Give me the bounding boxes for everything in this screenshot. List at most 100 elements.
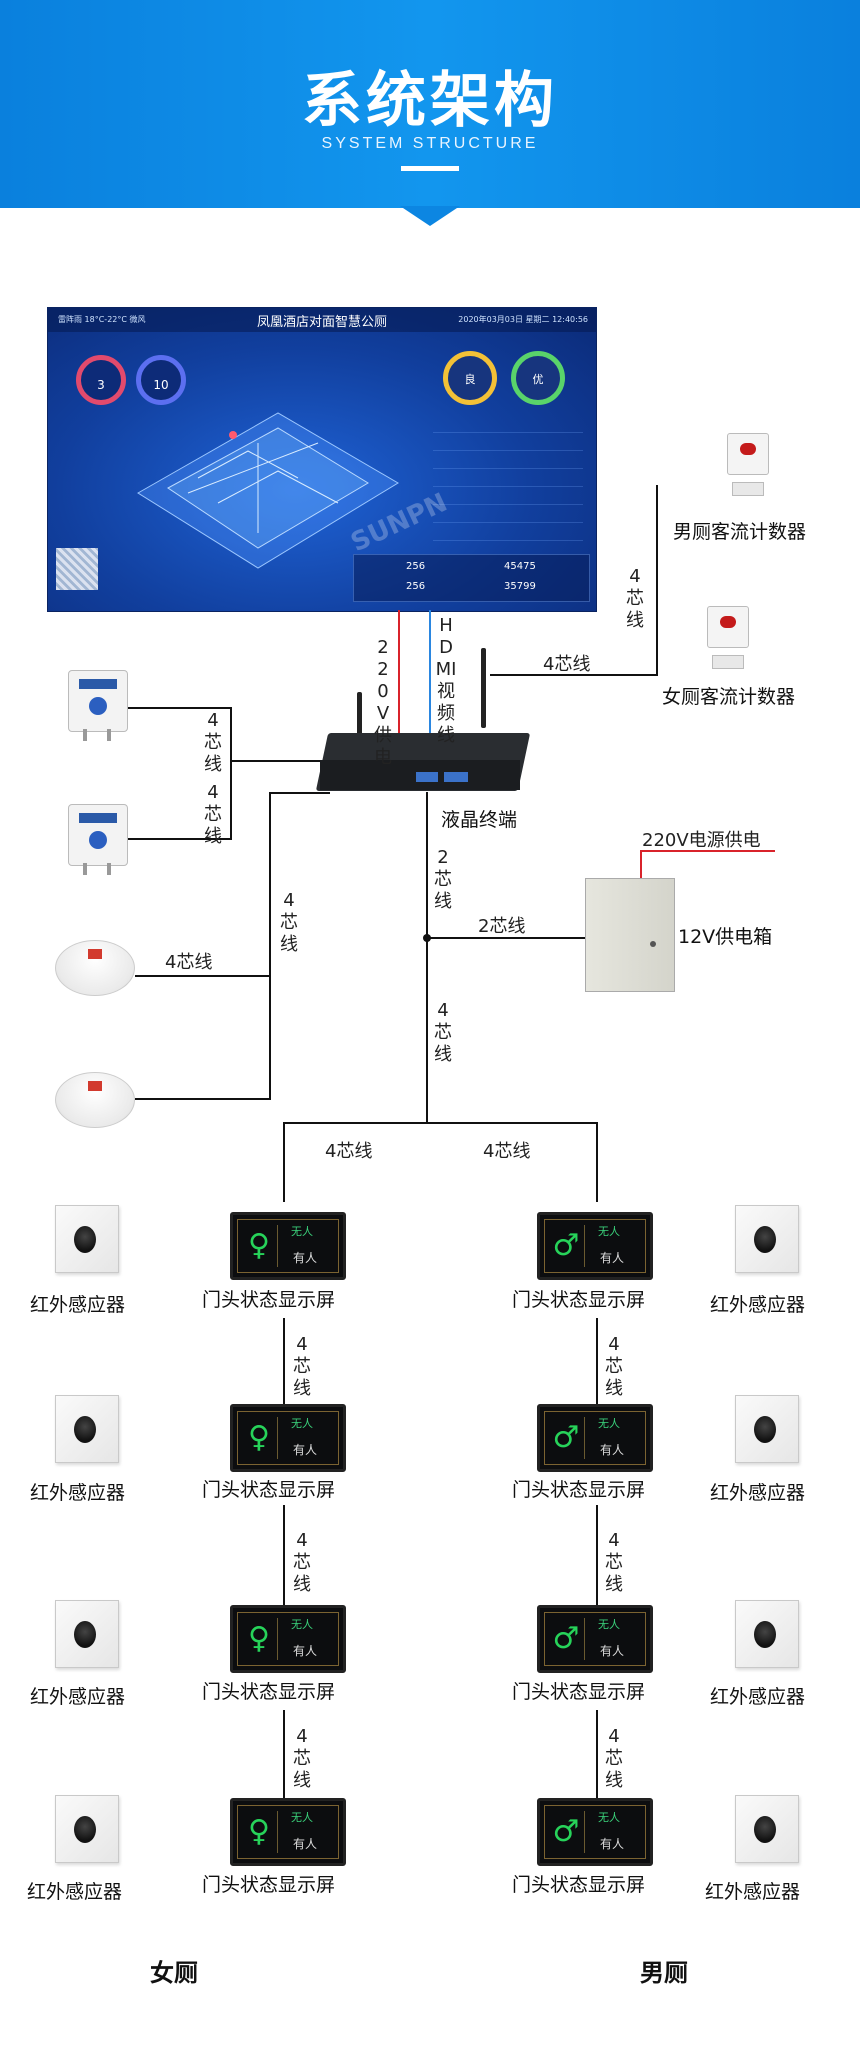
display-screen: 雷阵雨 18°C-22°C 微风 凤凰酒店对面智慧公厕 2020年03月03日 … — [47, 307, 597, 612]
wire-label: 4芯线 — [325, 1141, 373, 1162]
air-quality-right: 优 — [532, 373, 544, 386]
door-display: ♀无人有人 — [230, 1212, 346, 1280]
wire-label: 4芯线 — [626, 566, 644, 631]
counter-base — [712, 655, 744, 669]
door-label: 门头状态显示屏 — [202, 1874, 336, 1896]
counter-base — [732, 482, 764, 496]
door-label: 门头状态显示屏 — [512, 1289, 646, 1311]
wire-label: 2芯线 — [478, 916, 526, 937]
psu-power-drop — [640, 850, 642, 878]
ir-sensor-device — [55, 1600, 119, 1668]
occupied-text: 有人 — [293, 1644, 318, 1658]
wire-label: 4芯线 — [605, 1726, 623, 1791]
stat-total-female: 45475 — [504, 561, 536, 572]
env-row — [433, 472, 583, 487]
stat-today-female: 256 — [406, 561, 426, 572]
ir-label: 红外感应器 — [30, 1482, 126, 1504]
female-column-drop — [283, 1122, 285, 1202]
wire-label: 4芯线 — [434, 1000, 452, 1065]
wire-label: 4芯线 — [483, 1141, 531, 1162]
stat-today-male: 256 — [406, 581, 426, 592]
female-figure-icon: ♀ — [248, 1621, 270, 1656]
ir-label: 红外感应器 — [705, 1881, 801, 1903]
wire-label: 4芯线 — [293, 1530, 311, 1595]
env-sensor-device — [68, 804, 128, 875]
ir-label: 红外感应器 — [30, 1294, 126, 1316]
power-label: 220V供电 — [374, 637, 392, 768]
counter-link-line — [490, 674, 658, 676]
door-label: 门头状态显示屏 — [512, 1681, 646, 1703]
male-link-1 — [596, 1318, 598, 1404]
ir-sensor-device — [735, 1795, 799, 1863]
env-sensor-device — [68, 670, 128, 741]
wire-label: 4芯线 — [605, 1530, 623, 1595]
male-column-drop — [596, 1122, 598, 1202]
occupied-text: 有人 — [293, 1443, 318, 1457]
occupied-text: 有人 — [600, 1443, 625, 1457]
smoke1-line — [135, 975, 271, 977]
male-link-3 — [596, 1710, 598, 1798]
psu-label: 12V供电箱 — [678, 926, 773, 948]
smoke-link-line — [270, 792, 330, 794]
floorplan-3d — [137, 412, 399, 569]
wire-label: 4芯线 — [204, 710, 222, 775]
door-display: ♂无人有人 — [537, 1605, 653, 1673]
vacant-text: 无人 — [598, 1417, 620, 1430]
main-trunk-line — [426, 792, 428, 1124]
counter-button-icon — [740, 443, 756, 455]
ir-sensor-device — [55, 1205, 119, 1273]
psu-power-line — [640, 850, 775, 852]
occupied-text: 有人 — [293, 1837, 318, 1851]
lock-icon — [650, 941, 656, 947]
female-link-1 — [283, 1318, 285, 1404]
smoke2-line — [135, 1098, 271, 1100]
antenna-icon — [481, 648, 486, 728]
wire-label: 4芯线 — [293, 1334, 311, 1399]
hdmi-line — [429, 610, 431, 735]
header-banner — [0, 0, 860, 208]
antenna-icon — [357, 692, 362, 742]
occupied-text: 有人 — [600, 1644, 625, 1658]
ir-label: 红外感应器 — [27, 1881, 123, 1903]
psu-power-label: 220V电源供电 — [642, 830, 761, 851]
terminal-label: 液晶终端 — [441, 809, 518, 831]
env-row — [433, 436, 583, 451]
env-row — [433, 418, 583, 433]
male-counter-device — [727, 433, 769, 496]
door-display: ♂无人有人 — [537, 1404, 653, 1472]
vacant-text: 无人 — [598, 1811, 620, 1824]
env-data-panel — [433, 418, 583, 548]
door-display: ♀无人有人 — [230, 1798, 346, 1866]
sensor-trunk-line — [230, 707, 232, 840]
female-link-2 — [283, 1505, 285, 1605]
male-link-2 — [596, 1505, 598, 1605]
female-vacancy-value: 3 — [97, 378, 105, 392]
ir-sensor-device — [55, 1395, 119, 1463]
header-notch — [400, 206, 460, 226]
counter-trunk-line — [656, 485, 658, 675]
wire-label: 4芯线 — [204, 782, 222, 847]
wire-label: 4芯线 — [280, 890, 298, 955]
sensor1-line — [125, 707, 232, 709]
male-counter-label: 男厕客流计数器 — [673, 521, 807, 543]
door-display: ♂无人有人 — [537, 1212, 653, 1280]
female-vacancy-ring: 3 — [76, 355, 126, 405]
ir-label: 红外感应器 — [30, 1686, 126, 1708]
female-counter-label: 女厕客流计数器 — [662, 686, 796, 708]
female-link-3 — [283, 1710, 285, 1798]
door-display: ♀无人有人 — [230, 1404, 346, 1472]
sensor2-line — [125, 838, 232, 840]
psu-line — [426, 937, 586, 939]
env-row — [433, 526, 583, 541]
ir-sensor-device — [55, 1795, 119, 1863]
stat-total-male: 35799 — [504, 581, 536, 592]
ir-sensor-device — [735, 1205, 799, 1273]
vacant-text: 无人 — [291, 1618, 313, 1631]
header-underline — [401, 166, 459, 171]
female-section-label: 女厕 — [150, 1959, 198, 1987]
vacant-text: 无人 — [291, 1417, 313, 1430]
male-section-label: 男厕 — [640, 1959, 688, 1987]
qr-code — [56, 548, 98, 590]
male-figure-icon: ♂ — [552, 1814, 580, 1849]
screen-datetime: 2020年03月03日 星期二 12:40:56 — [458, 315, 588, 324]
